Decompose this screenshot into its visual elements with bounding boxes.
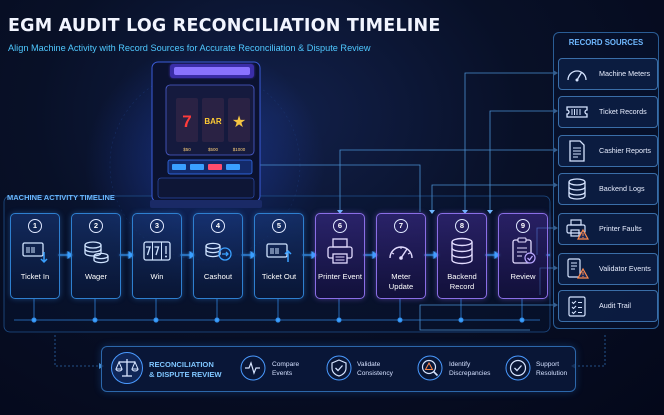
timeline-heading: MACHINE ACTIVITY TIMELINE xyxy=(7,193,115,202)
ticket-out-icon xyxy=(266,243,292,262)
step-label: Review xyxy=(510,272,536,281)
step-number: 7 xyxy=(394,219,408,233)
ticket-in-icon xyxy=(22,242,48,264)
reel-symbol-seven: 7 xyxy=(182,112,191,131)
page-subtitle: Align Machine Activity with Record Sourc… xyxy=(8,43,371,53)
display-value-3: $1000 xyxy=(233,147,246,152)
database-icon xyxy=(568,178,586,200)
record-source-backend-logs[interactable]: Backend Logs xyxy=(558,173,658,205)
reconciliation-title: RECONCILIATION & DISPUTE REVIEW xyxy=(149,360,222,379)
step-label: Printer Event xyxy=(318,272,362,281)
timeline-step-ticket-in[interactable]: 1 Ticket In xyxy=(10,213,60,299)
record-source-label: Audit Trail xyxy=(599,301,631,310)
coins-arrow-icon xyxy=(205,242,232,261)
ticket-icon xyxy=(566,106,588,118)
step-label: Ticket Out xyxy=(261,272,297,281)
reel-symbol-star: ★ xyxy=(232,112,246,131)
step-number: 9 xyxy=(516,219,530,233)
coin-stack-icon xyxy=(84,241,109,264)
printer-warning-icon xyxy=(566,219,589,240)
reconciliation-step-support: Support Resolution xyxy=(536,361,568,377)
display-value-2: $500 xyxy=(208,147,219,152)
reel-symbol-bar: BAR xyxy=(204,117,222,126)
timeline-step-backend-record[interactable]: 8 Backend Record xyxy=(437,213,487,299)
clipboard-check-icon xyxy=(512,237,536,264)
timeline-step-win[interactable]: 3 Win xyxy=(132,213,182,299)
timeline-step-meter-update[interactable]: 7 Meter Update xyxy=(376,213,426,299)
step-number: 6 xyxy=(333,219,347,233)
step-number: 5 xyxy=(272,219,286,233)
scales-of-justice-icon xyxy=(111,352,143,384)
slot-machine-illustration xyxy=(150,61,262,208)
printer-icon xyxy=(327,238,353,264)
page-title: EGM AUDIT LOG RECONCILIATION TIMELINE xyxy=(8,16,441,36)
step-number: 4 xyxy=(211,219,225,233)
record-source-printer-faults[interactable]: Printer Faults xyxy=(558,213,658,245)
reconciliation-step-identify: Identify Discrepancies xyxy=(449,361,491,377)
record-sources-heading: RECORD SOURCES xyxy=(568,38,644,47)
timeline-step-review[interactable]: 9 Review xyxy=(498,213,548,299)
record-source-label: Machine Meters xyxy=(599,69,651,78)
slot-reels-icon xyxy=(143,241,171,261)
record-source-validator-events[interactable]: Validator Events xyxy=(558,253,658,285)
reconciliation-step-compare: Compare Events xyxy=(272,361,300,377)
step-label: Wager xyxy=(84,272,108,281)
record-source-label: Ticket Records xyxy=(599,107,647,116)
step-label: Ticket In xyxy=(20,272,50,281)
warning-search-icon xyxy=(417,355,443,381)
check-circle-icon xyxy=(505,355,531,381)
record-source-label: Cashier Reports xyxy=(599,146,651,155)
document-icon xyxy=(569,140,585,162)
pulse-search-icon xyxy=(240,355,266,381)
gauge-icon xyxy=(567,70,587,82)
display-value-1: $50 xyxy=(183,147,191,152)
timeline-step-printer-event[interactable]: 6 Printer Event xyxy=(315,213,365,299)
timeline-step-wager[interactable]: 2 Wager xyxy=(71,213,121,299)
validator-warning-icon xyxy=(567,258,589,279)
record-source-ticket-records[interactable]: Ticket Records xyxy=(558,96,658,128)
record-source-label: Validator Events xyxy=(599,264,651,273)
step-label: Backend Record xyxy=(447,272,477,291)
database-icon xyxy=(451,237,473,265)
record-source-label: Backend Logs xyxy=(599,184,645,193)
shield-check-icon xyxy=(326,355,352,381)
timeline-step-ticket-out[interactable]: 5 Ticket Out xyxy=(254,213,304,299)
record-source-label: Printer Faults xyxy=(599,224,642,233)
step-label: Win xyxy=(150,272,164,281)
gauge-icon xyxy=(389,246,413,260)
step-label: Cashout xyxy=(203,272,233,281)
step-number: 8 xyxy=(455,219,469,233)
record-source-cashier-reports[interactable]: Cashier Reports xyxy=(558,135,658,167)
record-source-audit-trail[interactable]: Audit Trail xyxy=(558,290,658,322)
record-source-machine-meters[interactable]: Machine Meters xyxy=(558,58,658,90)
step-number: 2 xyxy=(89,219,103,233)
step-label: Meter Update xyxy=(388,272,414,291)
step-number: 1 xyxy=(28,219,42,233)
step-number: 3 xyxy=(150,219,164,233)
audit-checklist-icon xyxy=(568,296,586,317)
timeline-step-cashout[interactable]: 4 Cashout xyxy=(193,213,243,299)
reconciliation-step-validate: Validate Consistency xyxy=(357,361,393,377)
